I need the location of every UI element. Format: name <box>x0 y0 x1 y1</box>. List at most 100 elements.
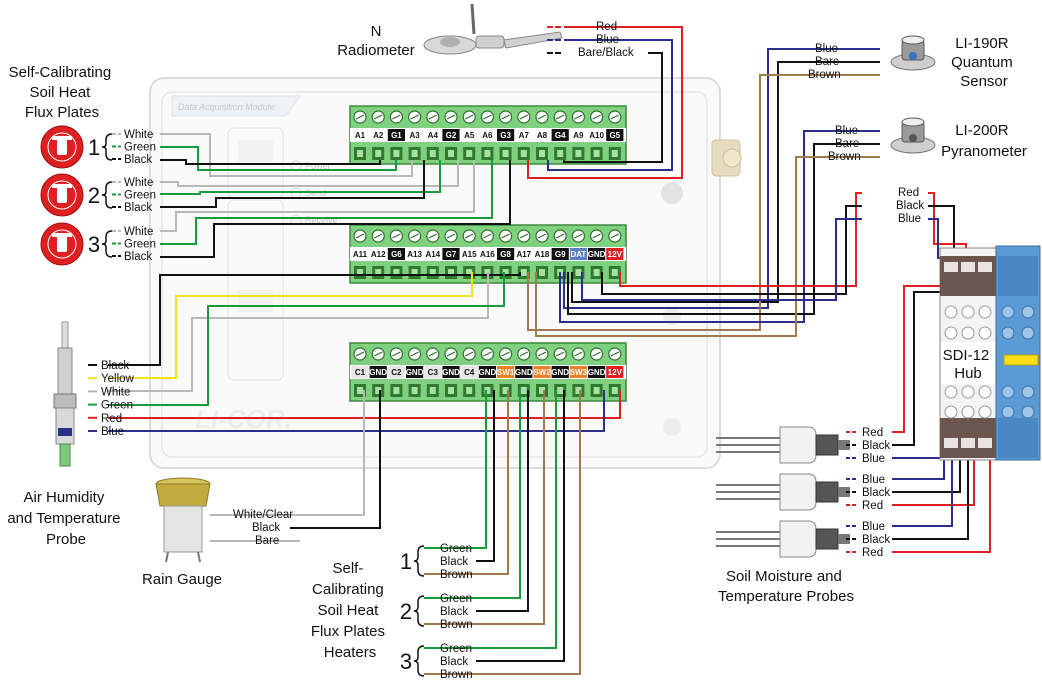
terminal-label: A10 <box>589 131 604 140</box>
group-number: 3 <box>88 232 100 257</box>
terminal-label: GND <box>442 368 460 377</box>
li200r-wire-bare: Bare <box>835 138 859 150</box>
quantum-sensor-icon <box>890 35 936 71</box>
li200r-wire-blue: Blue <box>835 125 858 137</box>
terminal-label: A2 <box>373 131 384 140</box>
wire-label: White <box>124 177 153 189</box>
heater-wire-label: Green <box>440 593 472 605</box>
terminal-label: A14 <box>425 250 440 259</box>
terminal-label: C2 <box>391 368 402 377</box>
air-probe: Air Humidity and Temperature Probe Black… <box>7 321 135 548</box>
terminal-label: A8 <box>537 131 548 140</box>
soil-probe-wire-label: Black <box>862 440 890 452</box>
nr-wire-blue: Blue <box>596 34 619 46</box>
li190r-label: LI-190R Quantum Sensor <box>951 35 1017 90</box>
terminal-label: A3 <box>409 131 420 140</box>
grommet-icon <box>711 139 742 177</box>
net-radiometer: N Radiometer Red Blue Bare/Black <box>337 3 634 59</box>
terminal-label: A18 <box>535 250 550 259</box>
terminal-label: A12 <box>371 250 386 259</box>
heater-wire-label: Brown <box>440 569 473 581</box>
wire-label: Green <box>124 190 156 202</box>
soil-probe-wire-label: Black <box>862 487 890 499</box>
wire-label: White <box>124 226 153 238</box>
air-probe-icon <box>53 321 77 467</box>
terminal-label: G5 <box>609 131 620 140</box>
li190r-wire-blue: Blue <box>815 43 838 55</box>
soil-probe-wire-label: Blue <box>862 474 885 486</box>
terminal-label: 12V <box>608 250 623 259</box>
flux-plate-icon <box>40 222 84 266</box>
soil-probe-icon <box>716 520 850 558</box>
heaters: Self- Calibrating Soil Heat Flux Plates … <box>311 543 473 681</box>
flux-plate-icon <box>40 125 84 169</box>
terminal-label: A6 <box>482 131 493 140</box>
group-number: 1 <box>88 135 100 160</box>
li200r-label: LI-200R Pyranometer <box>941 122 1027 160</box>
terminal-label: GND <box>479 368 497 377</box>
heater-wire-label: Black <box>440 606 468 618</box>
terminal-label: C1 <box>355 368 366 377</box>
soil-probe-icon <box>716 473 850 511</box>
li200r-wire-brown: Brown <box>828 151 861 163</box>
rg-wire-black: Black <box>252 522 280 534</box>
terminal-label: A15 <box>462 250 477 259</box>
soil-probe-wire-label: Red <box>862 427 883 439</box>
wire-label: Black <box>124 154 152 166</box>
heaters-label: Self- Calibrating Soil Heat Flux Plates … <box>311 560 389 661</box>
rain-gauge-label: Rain Gauge <box>142 571 222 588</box>
led-power-label: Power <box>305 161 331 171</box>
rain-gauge-icon <box>155 477 211 563</box>
soil-probe-wire-label: Black <box>862 534 890 546</box>
terminal-label: GND <box>588 250 606 259</box>
terminal-label: C3 <box>428 368 439 377</box>
rg-wire-white: White/Clear <box>233 509 293 521</box>
heater-wire-label: Brown <box>440 669 473 681</box>
air-probe-label: Air Humidity and Temperature Probe <box>7 489 124 548</box>
terminal-label: A5 <box>464 131 475 140</box>
heater-wire-label: Green <box>440 643 472 655</box>
heater-wire-label: Brown <box>440 619 473 631</box>
heater-wire-label: Green <box>440 543 472 555</box>
terminal-label: DAT <box>570 250 586 259</box>
soil-probes-label: Soil Moisture and Temperature Probes <box>718 568 854 605</box>
terminal-label: A16 <box>480 250 495 259</box>
terminal-label: GND <box>406 368 424 377</box>
li200r: LI-200R Pyranometer Blue Bare Brown <box>828 117 1027 163</box>
soil-probe-wire-label: Red <box>862 547 883 559</box>
terminal-label: G3 <box>500 131 511 140</box>
terminal-label: G1 <box>391 131 402 140</box>
air-probe-wire-label: Yellow <box>101 373 135 385</box>
terminal-label: A1 <box>355 131 366 140</box>
pyranometer-icon <box>890 117 936 154</box>
terminal-label: A9 <box>573 131 584 140</box>
wire-label: Green <box>124 239 156 251</box>
air-probe-wire-label: Red <box>101 413 122 425</box>
terminal-label: A4 <box>428 131 439 140</box>
terminal-label: GND <box>551 368 569 377</box>
terminal-label: GND <box>369 368 387 377</box>
group-number: 2 <box>400 599 412 624</box>
wire-label: Black <box>124 251 152 263</box>
flux-plate-icon <box>40 173 84 217</box>
terminal-label: SW2 <box>533 368 551 377</box>
terminal-label: SW1 <box>497 368 515 377</box>
group-number: 2 <box>88 183 100 208</box>
terminal-label: G2 <box>446 131 457 140</box>
terminal-label: A17 <box>516 250 531 259</box>
net-radiometer-label: N <box>371 23 382 40</box>
enclosure-title: Data Acquisition Module <box>178 102 275 112</box>
terminal-label: G9 <box>555 250 566 259</box>
terminal-label: G8 <box>500 250 511 259</box>
